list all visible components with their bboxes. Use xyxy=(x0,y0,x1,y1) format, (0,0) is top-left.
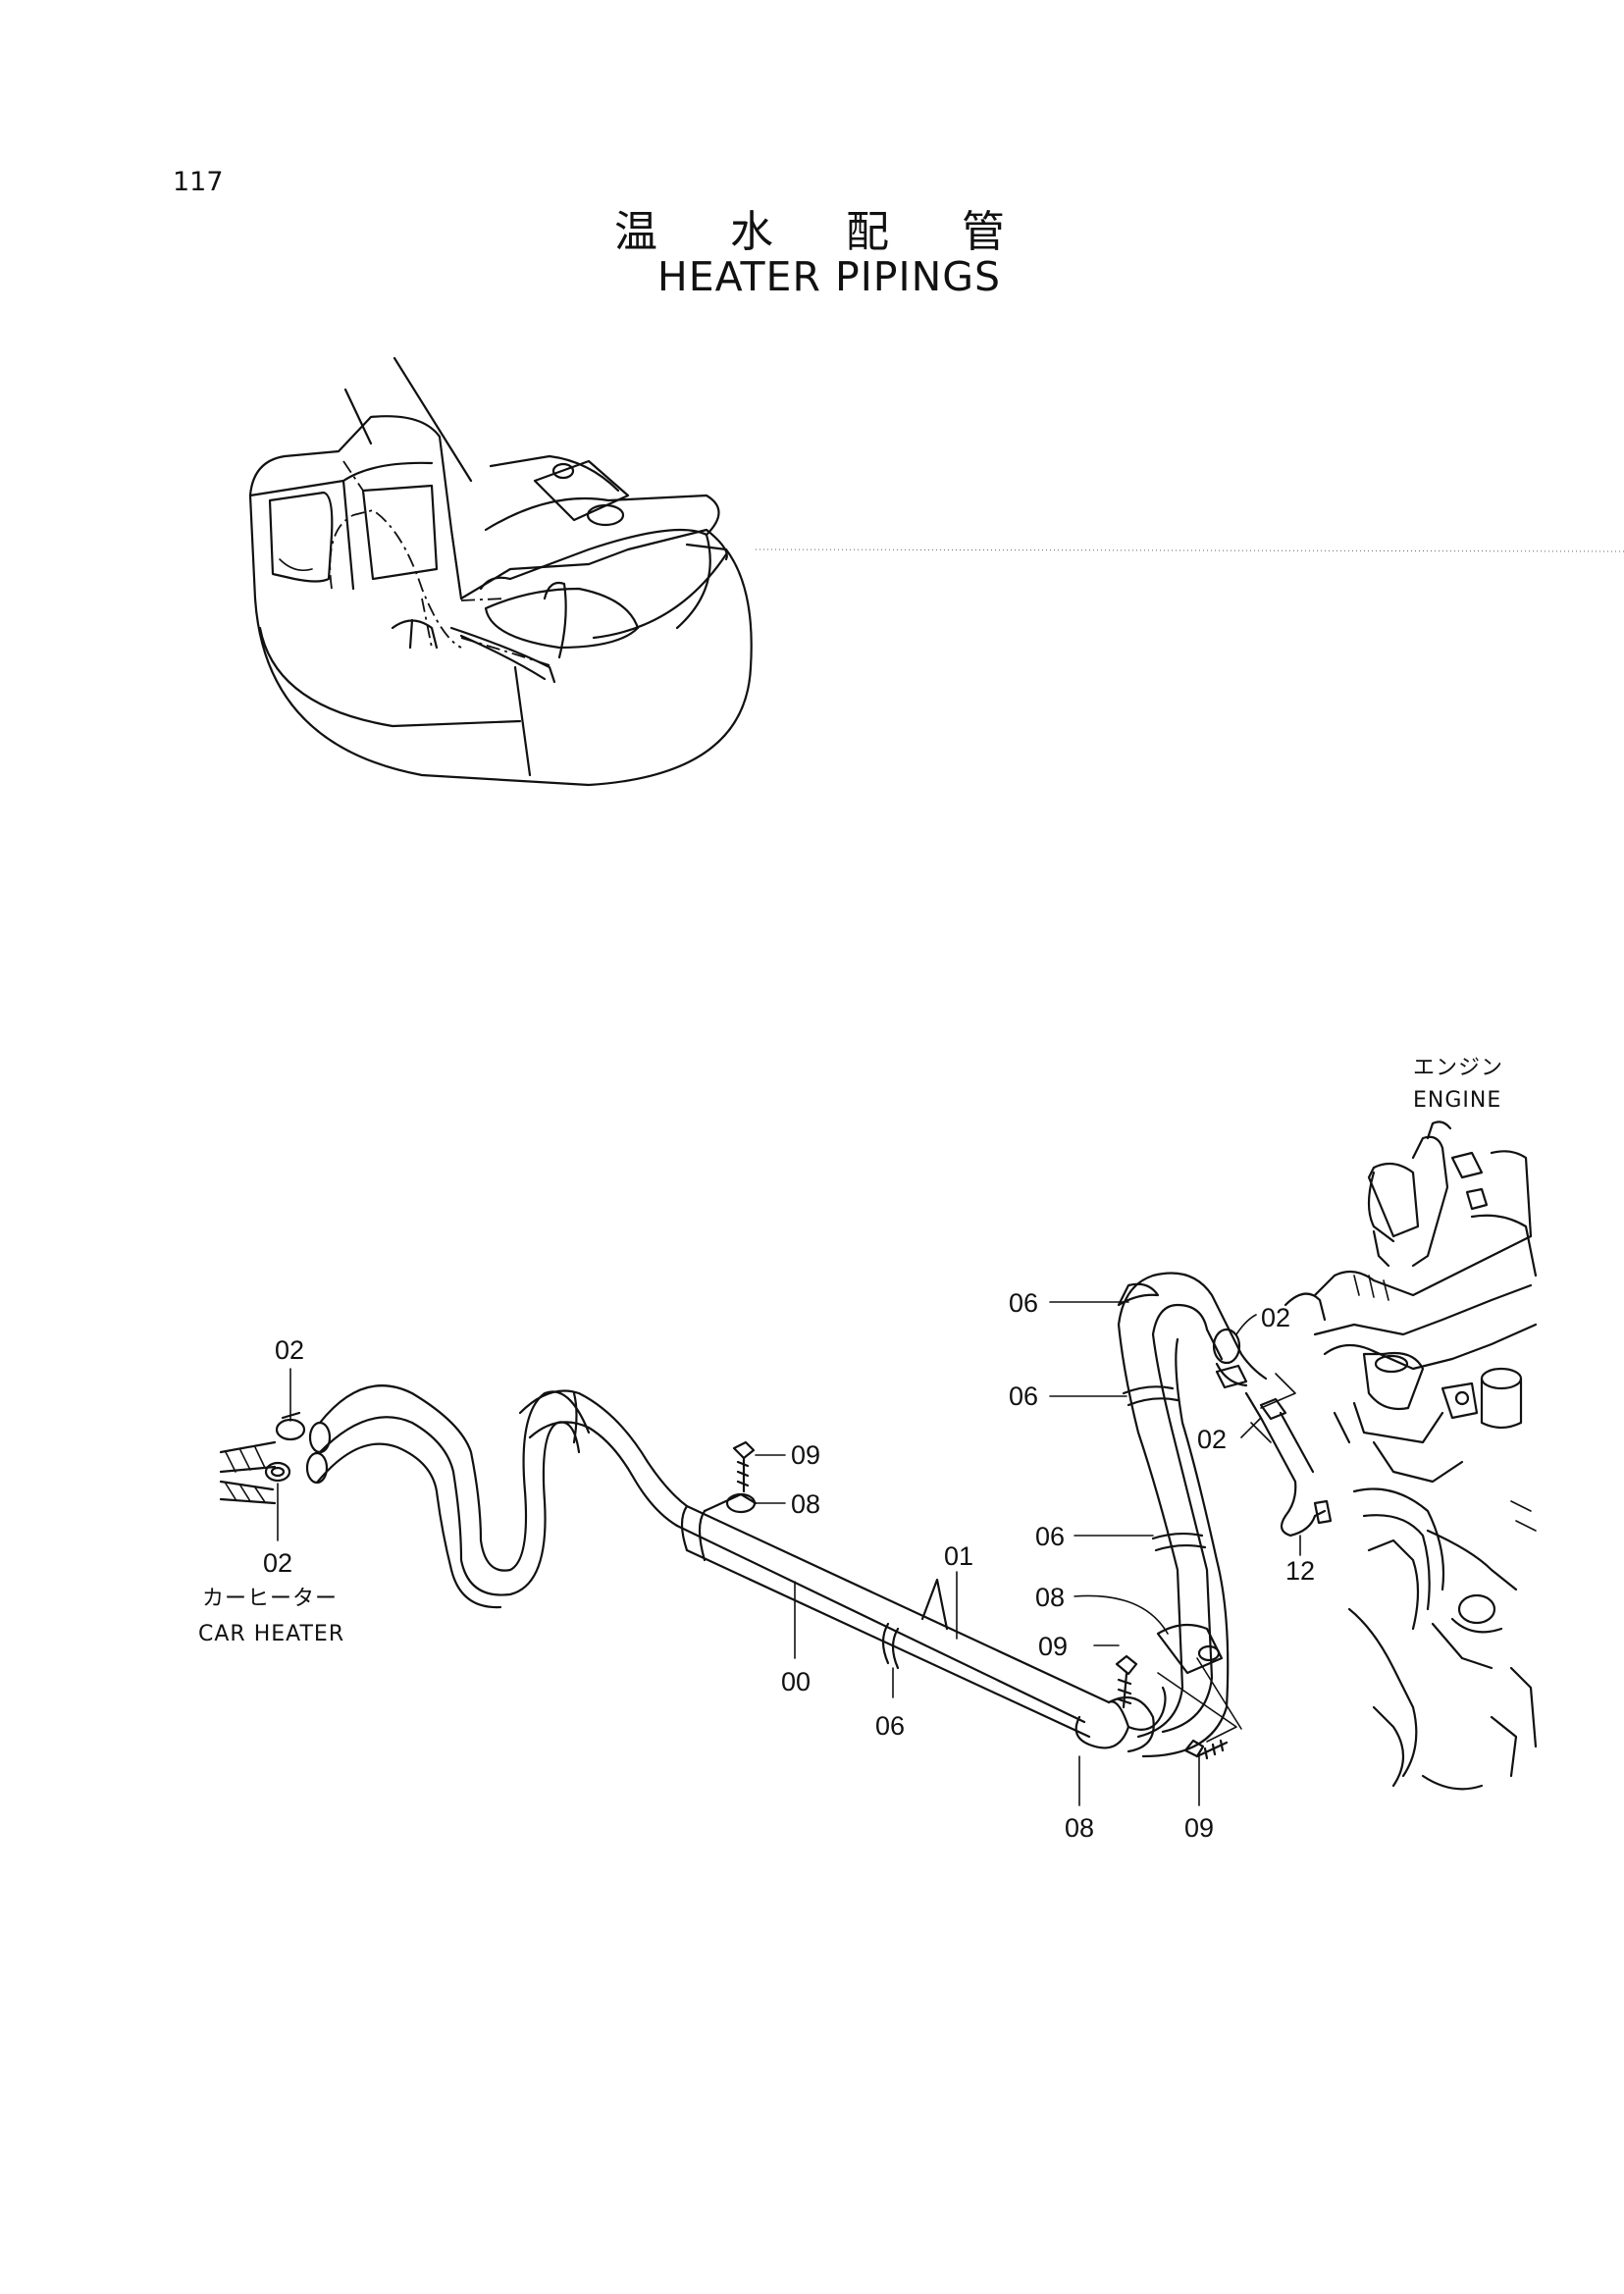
callout-02: 02 xyxy=(275,1335,304,1365)
callout-numbers: 02 02 09 08 01 00 06 06 06 06 08 09 08 0… xyxy=(263,1288,1315,1843)
callout-09: 09 xyxy=(791,1440,820,1470)
callout-00: 00 xyxy=(781,1667,811,1696)
leader-lines xyxy=(277,1301,1301,1806)
piping-assembly xyxy=(219,1272,1333,1760)
callout-09: 09 xyxy=(1038,1632,1068,1661)
callout-06: 06 xyxy=(875,1711,905,1741)
callout-08: 08 xyxy=(1065,1813,1094,1843)
car-heater-label-ja: カーヒーター xyxy=(202,1587,338,1611)
callout-08: 08 xyxy=(791,1489,820,1519)
engine-label: ENGINE xyxy=(1413,1088,1501,1113)
callout-06: 06 xyxy=(1009,1382,1038,1411)
component-labels: エンジン ENGINE カーヒーター CAR HEATER xyxy=(198,1056,1503,1646)
callout-06: 06 xyxy=(1035,1522,1065,1551)
engine-label-ja: エンジン xyxy=(1413,1056,1503,1080)
excavator-overview xyxy=(248,356,1624,787)
callout-12: 12 xyxy=(1285,1556,1315,1586)
engine-drawing xyxy=(1283,1121,1538,1791)
page-number: 117 xyxy=(173,167,224,197)
car-heater-label: CAR HEATER xyxy=(198,1622,344,1646)
callout-02: 02 xyxy=(1261,1303,1290,1332)
page-title: HEATER PIPINGS xyxy=(656,253,1002,300)
callout-09: 09 xyxy=(1184,1813,1214,1843)
callout-02: 02 xyxy=(263,1548,292,1578)
callout-08: 08 xyxy=(1035,1583,1065,1612)
callout-06: 06 xyxy=(1009,1288,1038,1318)
callout-01: 01 xyxy=(944,1541,973,1571)
title-japanese: 温 水 配 管 xyxy=(614,207,1034,257)
callout-02: 02 xyxy=(1197,1425,1227,1454)
